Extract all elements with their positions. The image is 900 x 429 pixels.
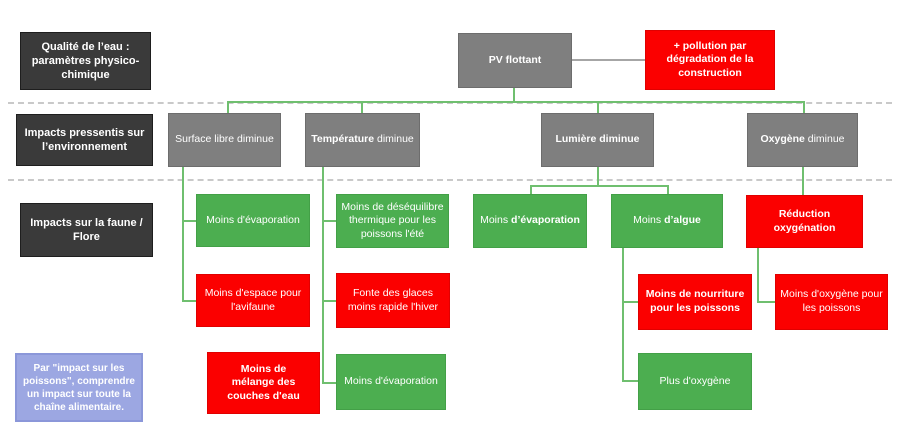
label-qualite-eau: Qualité de l’eau : paramètres physico- c… [20, 32, 151, 90]
label-impacts-environnement: Impacts pressentis sur l’environnement [16, 114, 153, 166]
connector-drop-lumiere-2 [667, 185, 669, 195]
node-oxygene-rest: diminue [804, 133, 845, 146]
connector-stub-reduction [757, 301, 776, 303]
connector-stub-surface-1 [182, 220, 197, 222]
node-moins-espace-avifaune: Moins d'espace pour l'avifaune [196, 274, 310, 327]
node-moins-evaporation-surface: Moins d'évaporation [196, 194, 310, 247]
connector-stub-temperature-3 [322, 382, 337, 384]
node-surface-libre: Surface libre diminue [168, 113, 281, 167]
connector-pv-pollution [572, 59, 645, 61]
node-algue-bold: d’algue [664, 214, 701, 227]
connector-stub-temperature-2 [322, 300, 337, 302]
node-evaporation-lumiere-pre: Moins [480, 214, 512, 227]
node-reduction-oxygenation: Réduction oxygénation [746, 195, 863, 248]
connector-stub-algue-2 [622, 380, 639, 382]
node-plus-oxygene: Plus d'oxygène [638, 353, 752, 410]
connector-stub-temperature-1 [322, 220, 337, 222]
note-chaine-alimentaire: Par "impact sur les poissons", comprendr… [15, 353, 143, 422]
connector-spine-algue [622, 248, 624, 382]
connector-pv-riser [513, 88, 515, 102]
node-temperature-rest: diminue [374, 133, 414, 146]
connector-drop-lumiere-1 [530, 185, 532, 195]
connector-lumiere-horizontal [530, 185, 669, 187]
node-temperature: Température diminue [305, 113, 420, 167]
node-moins-evaporation-temperature: Moins d'évaporation [336, 354, 446, 410]
node-pv-flottant: PV flottant [458, 33, 572, 88]
node-temperature-bold: Température [311, 133, 375, 146]
connector-spine-temperature [322, 167, 324, 384]
node-oxygene: Oxygène diminue [747, 113, 858, 167]
node-moins-evaporation-lumiere: Moins d’évaporation [473, 194, 587, 248]
connector-drop-surface [227, 101, 229, 114]
node-moins-melange-couches: Moins de mélange des couches d'eau [207, 352, 320, 414]
node-evaporation-lumiere-bold: d’évaporation [511, 214, 580, 227]
node-pollution-construction: + pollution par dégradation de la constr… [645, 30, 775, 90]
node-oxygene-bold: Oxygène [760, 133, 805, 146]
node-moins-algue: Moins d’algue [611, 194, 723, 248]
label-impacts-faune-flore: Impacts sur la faune / Flore [20, 203, 153, 257]
connector-main-horizontal [227, 101, 805, 103]
connector-spine-reduction [757, 248, 759, 303]
connector-stub-algue-1 [622, 301, 639, 303]
node-lumiere: Lumière diminue [541, 113, 654, 167]
connector-riser-lumiere [597, 167, 599, 187]
dashed-separator-2 [8, 179, 892, 181]
connector-riser-oxygene [802, 166, 804, 196]
node-fonte-glaces: Fonte des glaces moins rapide l'hiver [336, 273, 450, 328]
dashed-separator-1 [8, 102, 892, 104]
node-moins-desequilibre-thermique: Moins de déséquilibre thermique pour les… [336, 194, 449, 248]
connector-spine-surface [182, 167, 184, 302]
connector-drop-lumiere [597, 101, 599, 114]
connector-stub-surface-2 [182, 300, 197, 302]
node-algue-pre: Moins [633, 214, 665, 227]
connector-drop-temperature [361, 101, 363, 114]
node-moins-nourriture-poissons: Moins de nourriture pour les poissons [638, 274, 752, 330]
connector-drop-oxygene [803, 101, 805, 114]
node-moins-oxygene-poissons: Moins d'oxygène pour les poissons [775, 274, 888, 330]
